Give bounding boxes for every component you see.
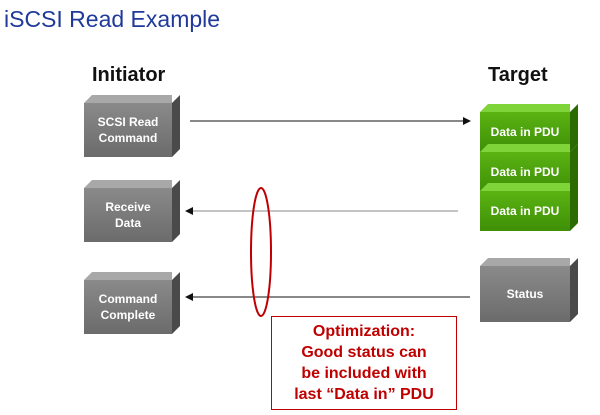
callout-line-4: last “Data in” PDU <box>294 386 434 403</box>
callout-line-2: Good status can <box>301 344 427 361</box>
initiator-header: Initiator <box>92 64 166 86</box>
status-box: Status <box>480 258 578 322</box>
callout-line-1: Optimization: <box>312 323 416 340</box>
command-complete-line2: Complete <box>100 308 156 322</box>
data-in-pdu-box-2: Data in PDU <box>480 144 578 192</box>
highlight-ellipse <box>250 187 272 317</box>
scsi-read-line1: SCSI Read <box>97 115 159 129</box>
data-in-pdu-box-3: Data in PDU <box>480 183 578 231</box>
data-in-pdu-label-3: Data in PDU <box>490 204 560 218</box>
slide-title: iSCSI Read Example <box>4 6 221 32</box>
data-in-pdu-label-1: Data in PDU <box>490 125 560 139</box>
status-label: Status <box>506 287 544 301</box>
callout-line-3: be included with <box>301 365 427 382</box>
receive-data-line2: Data <box>114 216 141 230</box>
optimization-callout: Optimization: Good status can be include… <box>271 316 457 410</box>
data-in-pdu-label-2: Data in PDU <box>490 165 560 179</box>
scsi-read-line2: Command <box>98 131 158 145</box>
receive-data-line1: Receive <box>105 200 151 214</box>
target-header: Target <box>488 64 548 86</box>
command-complete-line1: Command <box>98 292 158 306</box>
